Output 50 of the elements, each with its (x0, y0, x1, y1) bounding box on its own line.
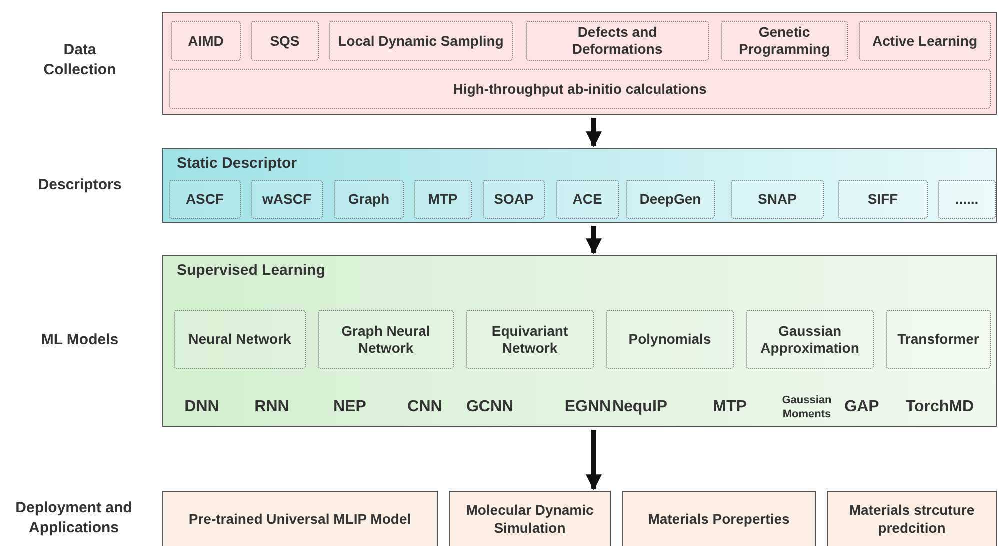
method-box: SOAP (483, 180, 545, 219)
stage-label: Data Collection (42, 40, 118, 80)
stage-panel (162, 12, 997, 115)
method-box: ACE (556, 180, 619, 219)
method-box: ...... (938, 180, 996, 219)
method-box: Graph (334, 180, 404, 219)
stage-label: ML Models (41, 330, 119, 350)
model-name: NEP (334, 398, 366, 418)
panel-heading: Static Descriptor (177, 155, 298, 172)
application-box: Materials Poreperties (622, 491, 816, 546)
model-name: NequIP (612, 398, 668, 418)
method-box: Genetic Programming (721, 21, 848, 61)
stage-label: Descriptors (38, 175, 122, 195)
method-box: Graph Neural Network (318, 310, 454, 369)
stage-label: Deployment and Applications (14, 498, 134, 538)
model-name: EGNN (564, 398, 612, 418)
method-box: SQS (251, 21, 319, 61)
stage-panel (162, 148, 997, 223)
method-box: Active Learning (859, 21, 991, 61)
method-box: Local Dynamic Sampling (329, 21, 513, 61)
method-box: Gaussian Approximation (746, 310, 874, 369)
method-box: AIMD (171, 21, 241, 61)
method-box: SIFF (838, 180, 928, 219)
method-box: High-throughput ab-initio calculations (169, 69, 991, 109)
method-box: Defects and Deformations (526, 21, 709, 61)
method-box: wASCF (251, 180, 323, 219)
stage-panel (162, 255, 997, 427)
arrow (586, 118, 602, 148)
method-box: SNAP (731, 180, 824, 219)
arrow (586, 226, 602, 255)
method-box: Polynomials (606, 310, 734, 369)
model-name: GCNN (466, 398, 514, 418)
method-box: Neural Network (174, 310, 306, 369)
model-name: TorchMD (906, 398, 974, 418)
arrow (586, 430, 602, 491)
application-box: Materials strcuture predcition (827, 491, 997, 546)
method-box: Equivariant Network (466, 310, 594, 369)
method-box: MTP (414, 180, 472, 219)
model-name: DNN (184, 398, 220, 418)
method-box: Transformer (886, 310, 991, 369)
panel-heading: Supervised Learning (177, 262, 326, 279)
application-box: Molecular Dynamic Simulation (449, 491, 611, 546)
model-name: MTP (713, 398, 747, 418)
model-name: Gaussian Moments (781, 394, 833, 422)
model-name: GAP (844, 398, 880, 418)
method-box: ASCF (169, 180, 241, 219)
model-name: CNN (408, 398, 442, 418)
application-box: Pre-trained Universal MLIP Model (162, 491, 438, 546)
model-name: RNN (254, 398, 290, 418)
method-box: DeepGen (626, 180, 715, 219)
